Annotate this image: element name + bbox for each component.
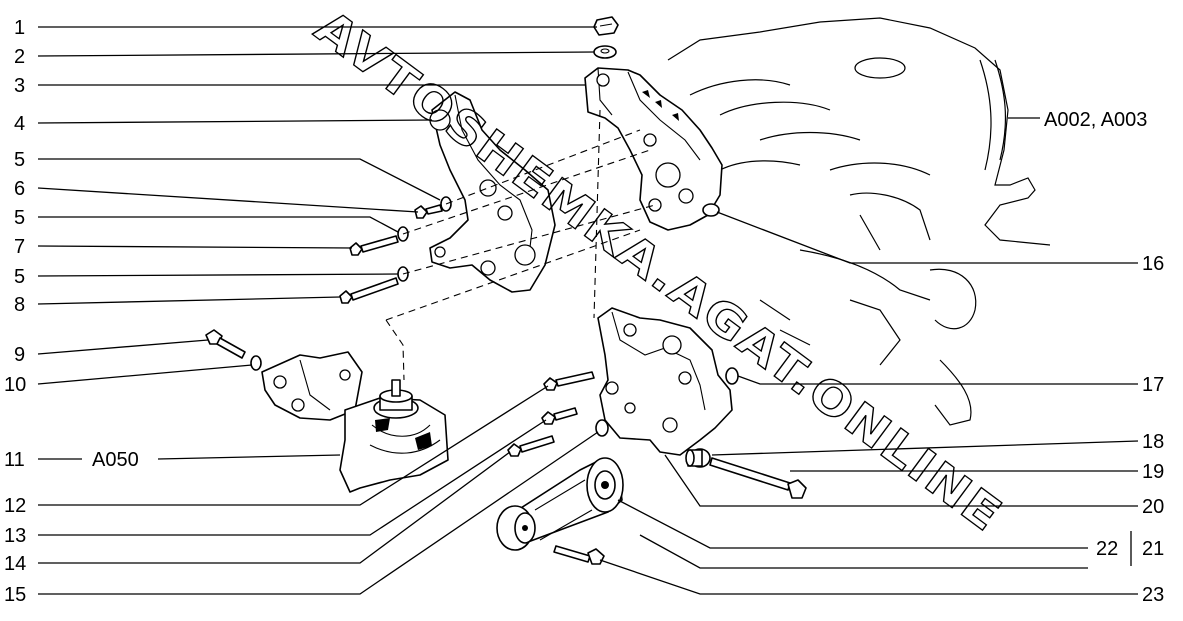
- callout-6: 6: [14, 178, 25, 200]
- callouts-right: 16 17 18 19 20 21 22 23 A002, A003: [1044, 109, 1164, 606]
- upper-bracket-part-3: [584, 67, 723, 231]
- callout-22: 22: [1096, 538, 1118, 560]
- callout-14: 14: [4, 553, 26, 575]
- callout-7: 7: [14, 236, 25, 258]
- callout-4: 4: [14, 113, 25, 135]
- callout-8: 8: [14, 294, 25, 316]
- callout-1: 1: [14, 17, 25, 39]
- alignment-lines: [385, 109, 656, 381]
- callout-11: 11: [4, 449, 25, 471]
- callout-10: 10: [4, 374, 26, 396]
- callout-15: 15: [4, 584, 26, 606]
- callout-3: 3: [14, 75, 25, 97]
- bush-part-16: [702, 203, 720, 217]
- callout-13: 13: [4, 525, 26, 547]
- bush-part-18: [685, 448, 711, 468]
- callouts-left: 1 2 3 4 5 6 5 7 5 8 9 10 11 12 13 14 15 …: [4, 17, 139, 606]
- engine-outline: [667, 17, 1051, 426]
- nut-part-1: [593, 16, 619, 36]
- leader-lines: [37, 26, 1139, 595]
- lower-bracket: [597, 307, 739, 456]
- left-bracket-part-4: [429, 91, 556, 293]
- fasteners-lower: [507, 371, 609, 457]
- callout-20: 20: [1142, 496, 1164, 518]
- callout-5-a: 5: [14, 149, 25, 171]
- washer-part-10: [250, 355, 262, 371]
- callout-21: 21: [1142, 538, 1164, 560]
- callout-17: 17: [1142, 374, 1164, 396]
- callout-18: 18: [1142, 431, 1164, 453]
- engine-mount-part-11: [339, 379, 449, 493]
- callout-19: 19: [1142, 461, 1164, 483]
- callout-5-c: 5: [14, 266, 25, 288]
- reference-a002-a003: A002, A003: [1044, 109, 1147, 131]
- fasteners-left: [339, 196, 452, 304]
- callout-9: 9: [14, 344, 25, 366]
- callout-16: 16: [1142, 253, 1164, 275]
- washer-part-2: [593, 45, 617, 59]
- callout-12: 12: [4, 495, 26, 517]
- reference-a050: A050: [92, 449, 139, 471]
- bolt-part-9: [205, 329, 246, 359]
- torque-rod-part-21: [496, 457, 624, 551]
- callout-2: 2: [14, 46, 25, 68]
- bolt-part-19: [709, 457, 807, 499]
- callout-5-b: 5: [14, 207, 25, 229]
- bolt-part-23: [553, 545, 605, 565]
- callout-23: 23: [1142, 584, 1164, 606]
